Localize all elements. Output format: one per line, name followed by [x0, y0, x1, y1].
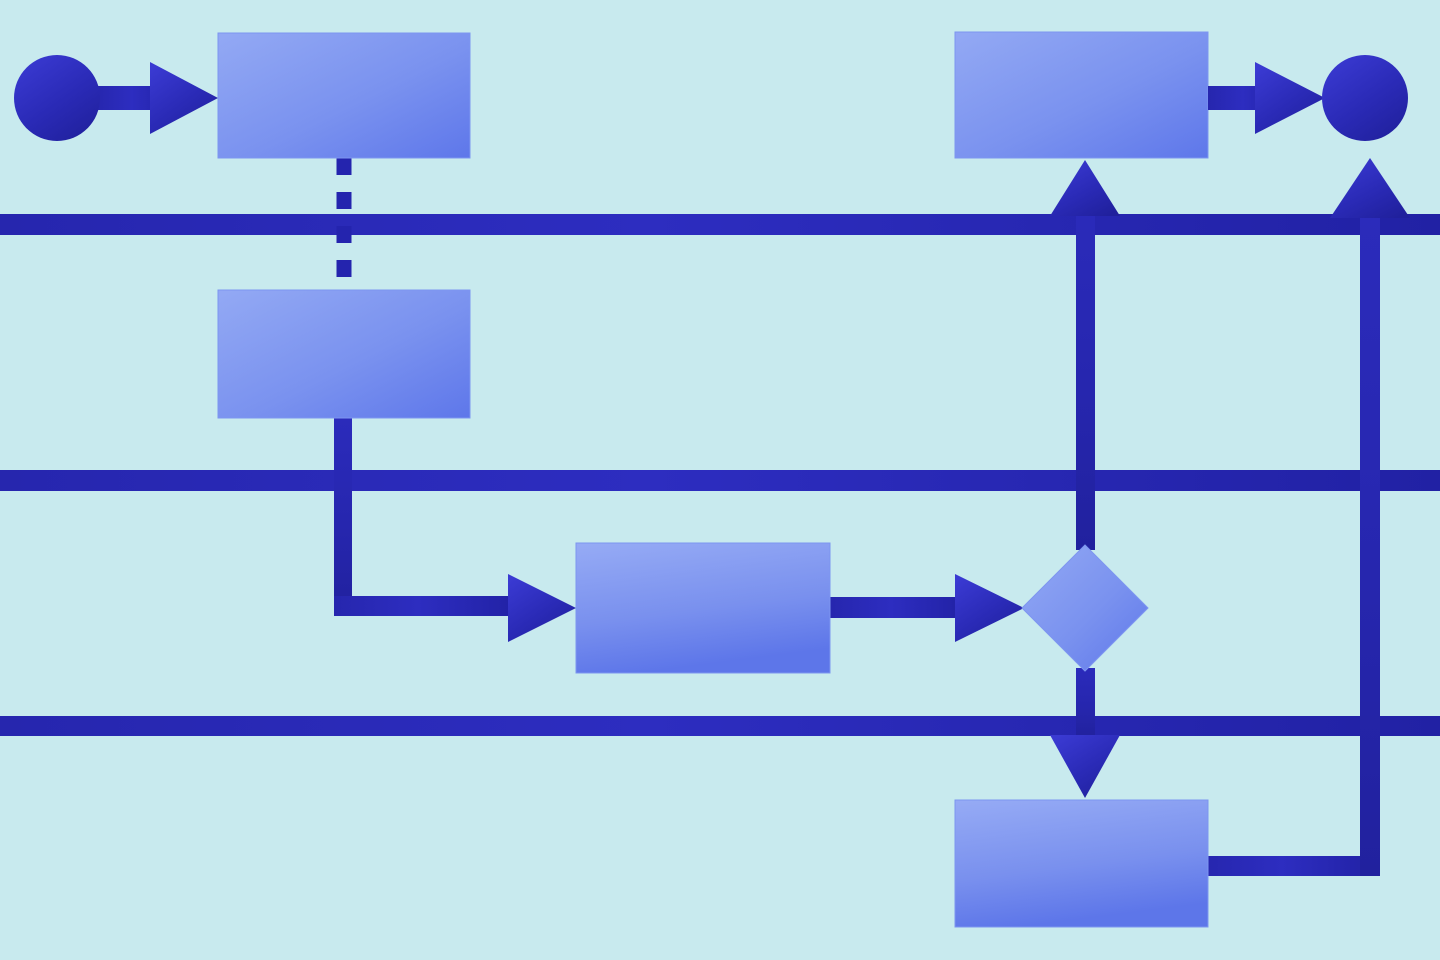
process-box-5[interactable]	[954, 31, 1209, 159]
process-box-2[interactable]	[217, 289, 471, 419]
lane-divider-2	[0, 470, 1440, 491]
start-terminator[interactable]	[14, 55, 100, 141]
decision-diamond[interactable]	[1021, 544, 1149, 672]
edge-task3-to-decision	[830, 574, 1024, 642]
process-box-4[interactable]	[954, 799, 1209, 928]
edge-task2-to-task3	[334, 418, 576, 642]
lane-divider-1	[0, 214, 1440, 235]
edge-decision-to-task5	[1050, 160, 1120, 550]
end-terminator[interactable]	[1322, 55, 1408, 141]
lane-divider-3	[0, 716, 1440, 736]
flow-nodes	[14, 31, 1408, 928]
edge-decision-to-task4	[1050, 668, 1120, 798]
edge-task5-to-end-arrow	[1255, 62, 1325, 134]
process-box-1[interactable]	[217, 32, 471, 159]
process-box-3[interactable]	[575, 542, 831, 674]
edge-task4-to-end	[1202, 158, 1410, 876]
edge-start-to-task1	[96, 62, 218, 134]
